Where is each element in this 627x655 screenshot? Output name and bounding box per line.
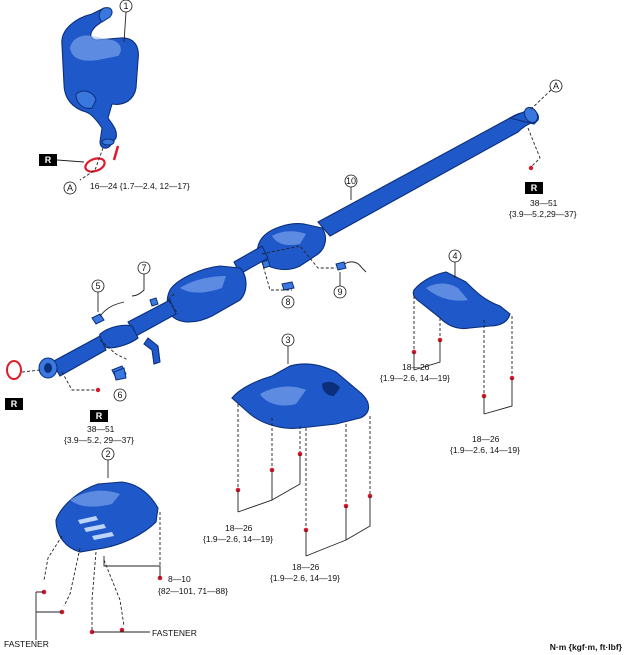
part-3-number: 3 [285, 335, 290, 345]
replace-mark-1 [39, 154, 57, 166]
part-3-bracket-2 [305, 496, 371, 557]
part-8-callout [281, 295, 295, 309]
part-2-dash-b [43, 535, 63, 581]
front-dashline [99, 339, 129, 361]
part-2-dash-e [103, 559, 125, 627]
part-1-leader [123, 11, 127, 43]
converter-dashline-3 [167, 293, 179, 315]
part-4-bracket-2 [483, 378, 513, 415]
ref-mark-a-1 [63, 181, 77, 195]
part-1-number: 1 [123, 1, 128, 11]
gasket-2-dashline [21, 369, 41, 373]
ref-mark-a-1-text: A [67, 183, 73, 193]
part-7-leader [131, 274, 145, 297]
fastener-bracket-2 [92, 630, 150, 633]
part-7-number: 7 [141, 263, 146, 273]
sensor-9-drawing [335, 261, 367, 273]
torque-label-3b: {3.9—5.2, 29—37} [64, 435, 134, 445]
part-8-number: 8 [285, 297, 290, 307]
fastener-bracket-1 [35, 591, 62, 640]
units-note: N·m {kgf·m, ft·lbf} [550, 642, 623, 652]
torque-label-2a: 38—51 [530, 198, 558, 208]
replace-mark-4-text: R [96, 411, 103, 421]
sensor-8-drawing [281, 281, 295, 291]
replace-mark-2 [525, 182, 543, 194]
replace-mark-4 [90, 410, 108, 422]
torque-label-7a: 18—26 [292, 562, 320, 572]
part-6-callout [113, 388, 127, 402]
ref-mark-a-2-text: A [553, 81, 559, 91]
part-2-number: 2 [105, 449, 110, 459]
part-4-drawing [412, 271, 511, 330]
replace-mark-2-text: R [531, 183, 538, 193]
converter-dashline-1 [261, 245, 336, 269]
part-2-dash-d [91, 551, 97, 630]
torque-label-6a: 18—26 [225, 523, 253, 533]
sensor-5-drawing [91, 301, 125, 325]
part-3-drawing [231, 363, 370, 429]
gasket-ring-2 [6, 360, 22, 380]
part-3-bracket-1 [237, 454, 301, 513]
part-10-number: 10 [346, 176, 356, 186]
gasket-bolt-1 [112, 145, 120, 161]
part-6-number: 6 [117, 390, 122, 400]
torque-dot-rear [528, 165, 534, 171]
part-9-number: 9 [337, 287, 342, 297]
part-2-drawing [55, 481, 159, 553]
front-flange-dashline [61, 371, 98, 391]
torque-label-8b: {82—101, 71—88} [158, 586, 228, 596]
torque-label-2b: {3.9—5.2,29—37} [509, 209, 577, 219]
torque-label-5a: 18—26 [472, 434, 500, 444]
gasket-ring-1 [84, 157, 106, 173]
torque-label-4b: {1.9—2.6, 14—19} [380, 373, 450, 383]
part-2-dash-c [63, 547, 81, 607]
replace-mark-1-text: R [45, 155, 52, 165]
torque-label-6b: {1.9—2.6, 14—19} [203, 534, 273, 544]
part-5-number: 5 [95, 281, 100, 291]
ref-mark-a-2 [549, 79, 563, 93]
sensor-6-drawing [113, 367, 127, 381]
part-1-dashline [79, 147, 104, 181]
part-4-bracket-1 [413, 340, 441, 371]
part-10-rear-dashline [527, 127, 541, 169]
replace-mark-1-leader [56, 159, 85, 163]
torque-label-1: 16—24 {1.7—2.4, 12—17} [90, 181, 190, 191]
replace-mark-3 [5, 398, 23, 410]
fastener-label-2: FASTENER [152, 628, 197, 638]
part-4-number: 4 [452, 251, 457, 261]
part-1-drawing [61, 7, 139, 149]
torque-label-7b: {1.9—2.6, 14—19} [270, 573, 340, 583]
replace-mark-3-text: R [11, 399, 18, 409]
torque-label-8a: 8—10 [168, 574, 191, 584]
torque-label-3a: 38—51 [87, 424, 115, 434]
part-2-bracket [103, 556, 161, 578]
torque-dot-front [95, 387, 101, 393]
ref-a-2-dashline [529, 89, 552, 111]
torque-label-5b: {1.9—2.6, 14—19} [450, 445, 520, 455]
fastener-label-1: FASTENER [4, 639, 49, 649]
torque-label-4a: 18—26 [402, 362, 430, 372]
